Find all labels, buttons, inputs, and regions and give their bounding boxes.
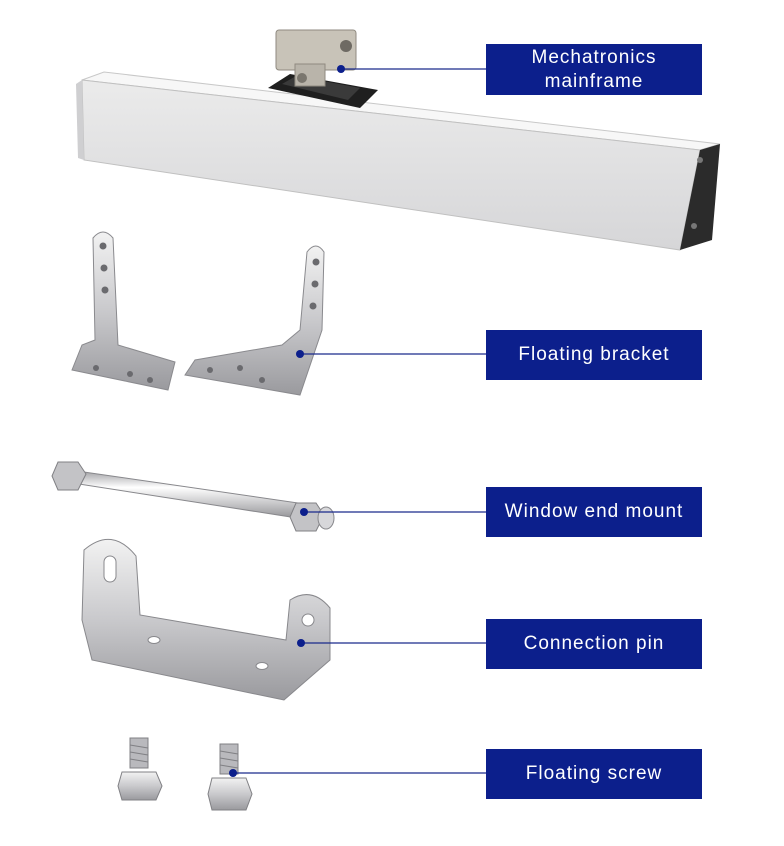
mainframe-illustration [76,29,721,251]
callout-connection-pin-label: Connection pin [523,633,665,654]
callout-window-end-mount: Window end mount [486,487,702,537]
anchor-dot-floating-screw [229,769,237,777]
anchor-dot-connection-pin [297,639,305,647]
anchor-dot-floating-bracket [296,350,304,358]
callout-mainframe: Mechatronics mainframe [486,44,702,95]
window-end-mount-illustration [51,461,335,532]
callout-connection-pin: Connection pin [486,619,702,669]
anchor-dot-mainframe [337,65,345,73]
callout-mainframe-line2: mainframe [544,70,644,92]
callout-floating-screw-label: Floating screw [525,763,663,784]
callout-floating-screw: Floating screw [486,749,702,799]
floating-screw-illustration [117,737,253,811]
callout-mainframe-line1: Mechatronics [531,46,657,68]
connection-pin-illustration [81,538,331,701]
anchor-dot-window-end-mount [300,508,308,516]
callout-window-end-mount-label: Window end mount [504,501,684,522]
callout-floating-bracket: Floating bracket [486,330,702,380]
callout-floating-bracket-label: Floating bracket [518,344,670,365]
floating-bracket-illustration [71,231,325,396]
